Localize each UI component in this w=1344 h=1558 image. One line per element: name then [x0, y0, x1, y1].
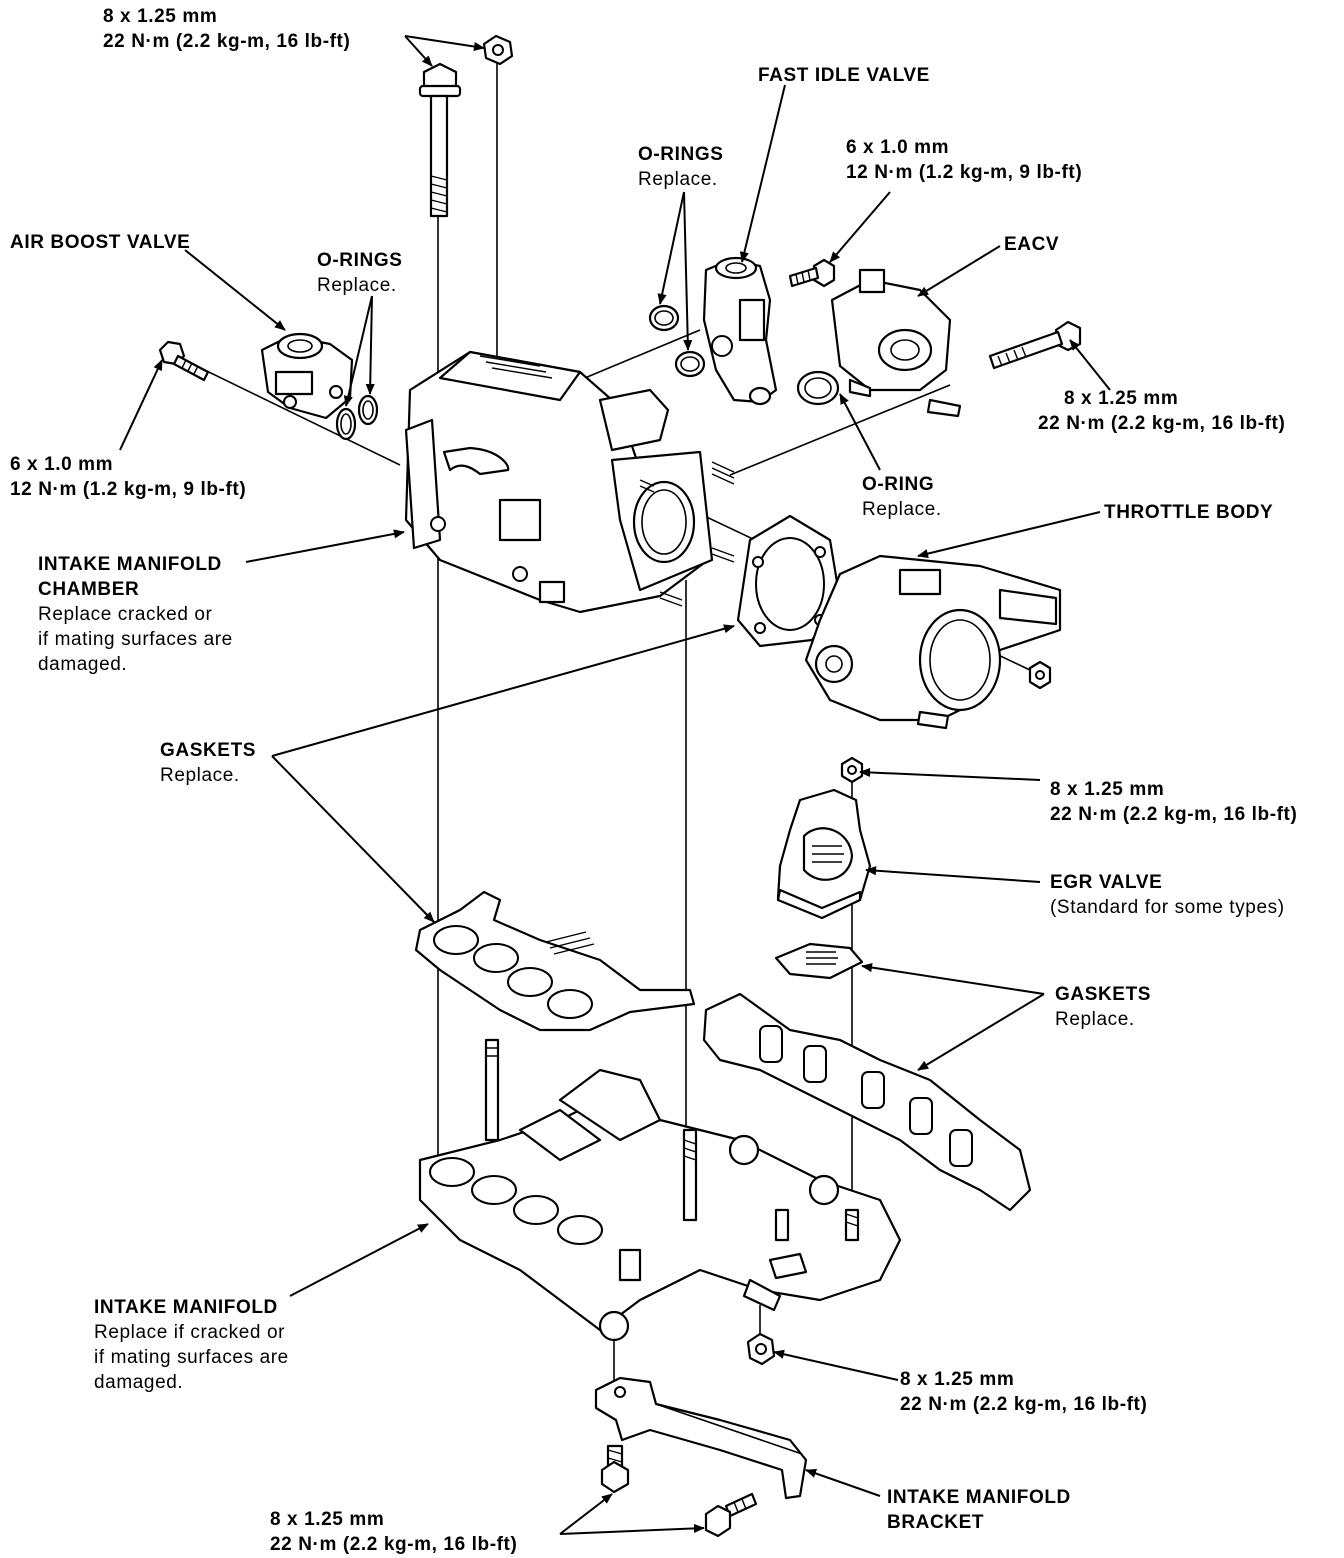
air-boost-valve	[260, 332, 354, 420]
label-nut-egr: 8 x 1.25 mm 22 N·m (2.2 kg-m, 16 lb-ft)	[1050, 777, 1297, 827]
label-gaskets-right-note: Replace.	[1055, 1009, 1135, 1030]
o-rings-left	[335, 394, 379, 441]
egr-gasket	[774, 942, 864, 980]
o-rings-top	[648, 304, 706, 378]
label-bolt-air-boost-size: 6 x 1.0 mm	[10, 454, 114, 475]
label-gaskets-left-title: GASKETS	[160, 740, 257, 761]
label-eacv-title: EACV	[1004, 234, 1060, 255]
bracket-bolt-right	[704, 1492, 758, 1538]
label-throttle-body: THROTTLE BODY	[1104, 500, 1273, 525]
label-gaskets-left-note: Replace.	[160, 765, 240, 786]
label-bolt-air-boost-torque: 12 N·m (1.2 kg-m, 9 lb-ft)	[10, 479, 247, 500]
manifold-gasket-right	[702, 992, 1032, 1212]
label-bolt-eacv: 8 x 1.25 mm	[1064, 386, 1178, 411]
label-intake-manifold-chamber: INTAKE MANIFOLD CHAMBER Replace cracked …	[38, 552, 233, 677]
label-oring-right: O-RING Replace.	[862, 472, 942, 522]
label-bolt-bracket: 8 x 1.25 mm 22 N·m (2.2 kg-m, 16 lb-ft)	[270, 1507, 517, 1557]
fast-idle-valve	[702, 256, 778, 406]
chamber-nut-top	[482, 34, 514, 66]
eacv-bolt	[988, 320, 1082, 370]
label-orings-left: O-RINGS Replace.	[317, 248, 402, 298]
throttle-body-drawing	[804, 554, 1062, 730]
label-bolt-fast-idle: 6 x 1.0 mm 12 N·m (1.2 kg-m, 9 lb-ft)	[846, 135, 1082, 185]
label-orings-top-note: Replace.	[638, 169, 718, 190]
label-orings-top-title: O-RINGS	[638, 144, 724, 165]
label-intake-manifold: INTAKE MANIFOLD Replace if cracked or if…	[94, 1295, 289, 1395]
label-manifold-note-1: Replace if cracked or	[94, 1322, 286, 1343]
bracket-bolt-left	[600, 1444, 630, 1494]
label-egr-valve-note: (Standard for some types)	[1050, 897, 1285, 918]
label-bolt-air-boost: 6 x 1.0 mm 12 N·m (1.2 kg-m, 9 lb-ft)	[10, 452, 246, 502]
label-chamber-note-1: Replace cracked or	[38, 604, 213, 625]
label-chamber-title-1: INTAKE MANIFOLD	[38, 554, 222, 575]
label-eacv: EACV	[1004, 232, 1059, 257]
throttle-gasket	[736, 514, 842, 648]
manifold-gasket-left	[414, 890, 696, 1032]
label-bolt-eacv-spec: 22 N·m (2.2 kg-m, 16 lb-ft)	[1038, 411, 1285, 436]
label-bracket-title-2: BRACKET	[887, 1512, 985, 1533]
label-gaskets-right-title: GASKETS	[1055, 984, 1152, 1005]
label-nut-manifold-size: 8 x 1.25 mm	[900, 1369, 1015, 1390]
label-nut-egr-torque: 22 N·m (2.2 kg-m, 16 lb-ft)	[1050, 804, 1298, 825]
leader-lines	[119, 35, 1111, 1535]
label-nut-manifold-torque: 22 N·m (2.2 kg-m, 16 lb-ft)	[900, 1394, 1148, 1415]
label-orings-left-note: Replace.	[317, 275, 397, 296]
label-bolt-fast-idle-size: 6 x 1.0 mm	[846, 137, 950, 158]
label-nut-manifold: 8 x 1.25 mm 22 N·m (2.2 kg-m, 16 lb-ft)	[900, 1367, 1147, 1417]
label-manifold-title: INTAKE MANIFOLD	[94, 1297, 278, 1318]
air-boost-bolt	[158, 340, 210, 382]
intake-manifold-bracket-drawing	[594, 1376, 808, 1500]
label-orings-top: O-RINGS Replace.	[638, 142, 723, 192]
label-chamber-title-2: CHAMBER	[38, 579, 140, 600]
label-gaskets-left: GASKETS Replace.	[160, 738, 256, 788]
label-air-boost-valve-title: AIR BOOST VALVE	[10, 232, 191, 253]
label-manifold-note-2: if mating surfaces are	[94, 1347, 289, 1368]
label-nut-egr-size: 8 x 1.25 mm	[1050, 779, 1165, 800]
label-manifold-note-3: damaged.	[94, 1372, 184, 1393]
label-egr-valve-title: EGR VALVE	[1050, 872, 1163, 893]
label-bolt-top-torque: 22 N·m (2.2 kg-m, 16 lb-ft)	[103, 31, 351, 52]
label-intake-manifold-bracket: INTAKE MANIFOLD BRACKET	[887, 1485, 1071, 1535]
label-oring-right-title: O-RING	[862, 474, 935, 495]
intake-manifold-drawing	[418, 1038, 902, 1342]
label-bolt-top-size: 8 x 1.25 mm	[103, 6, 218, 27]
label-gaskets-right: GASKETS Replace.	[1055, 982, 1151, 1032]
throttle-nut	[1028, 660, 1052, 690]
label-bracket-title-1: INTAKE MANIFOLD	[887, 1487, 1071, 1508]
egr-nut	[840, 756, 864, 784]
label-chamber-note-2: if mating surfaces are	[38, 629, 233, 650]
eacv-drawing	[830, 268, 962, 418]
intake-manifold-chamber-drawing	[404, 350, 735, 614]
label-bolt-top: 8 x 1.25 mm 22 N·m (2.2 kg-m, 16 lb-ft)	[103, 4, 350, 54]
label-bolt-eacv-torque: 22 N·m (2.2 kg-m, 16 lb-ft)	[1038, 413, 1286, 434]
label-fast-idle-valve-title: FAST IDLE VALVE	[758, 65, 930, 86]
fast-idle-bolt	[788, 258, 836, 288]
manifold-nut	[746, 1332, 776, 1366]
chamber-bolt-long	[418, 62, 462, 218]
label-throttle-body-title: THROTTLE BODY	[1104, 502, 1274, 523]
label-orings-left-title: O-RINGS	[317, 250, 403, 271]
o-ring-eacv	[796, 370, 840, 406]
label-bolt-eacv-size: 8 x 1.25 mm	[1064, 388, 1179, 409]
label-bolt-bracket-torque: 22 N·m (2.2 kg-m, 16 lb-ft)	[270, 1534, 518, 1555]
label-air-boost-valve: AIR BOOST VALVE	[10, 230, 190, 255]
label-bolt-fast-idle-torque: 12 N·m (1.2 kg-m, 9 lb-ft)	[846, 162, 1083, 183]
label-bolt-bracket-size: 8 x 1.25 mm	[270, 1509, 385, 1530]
label-oring-right-note: Replace.	[862, 499, 942, 520]
label-egr-valve: EGR VALVE (Standard for some types)	[1050, 870, 1285, 920]
label-fast-idle-valve: FAST IDLE VALVE	[758, 63, 930, 88]
label-chamber-note-3: damaged.	[38, 654, 128, 675]
egr-valve-drawing	[776, 788, 872, 920]
